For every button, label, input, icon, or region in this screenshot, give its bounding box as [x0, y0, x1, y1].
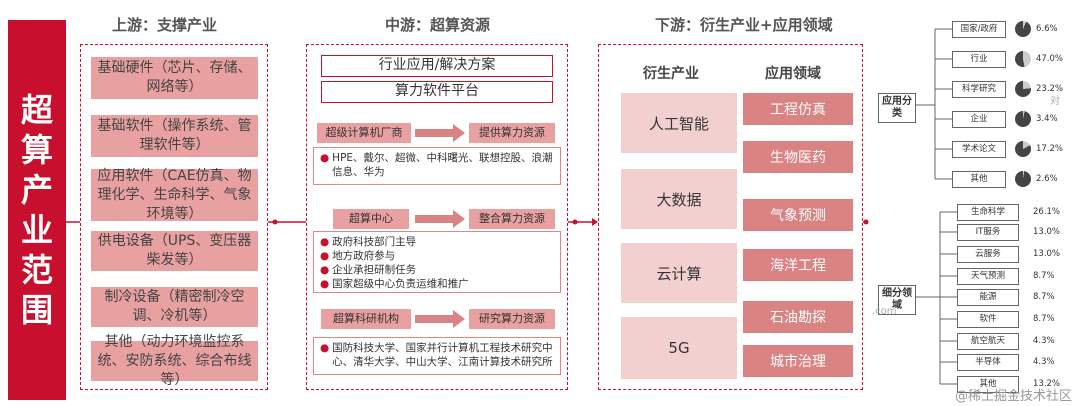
subfield-node: 生命科学	[957, 204, 1019, 221]
subfield-node: 半导体	[957, 354, 1019, 371]
upstream-item: 制冷设备（精密制冷空调、冷机等）	[91, 287, 258, 327]
arrow-icon	[415, 310, 465, 328]
subfield-value: 13.0%	[1033, 227, 1061, 237]
subfield-value: 4.3%	[1033, 357, 1055, 367]
subfield-node: 航空航天	[957, 333, 1019, 350]
category-value: 23.2%	[1036, 84, 1064, 94]
title-char: 业	[20, 211, 53, 249]
list-item: 国家超级中心负责运维和推广	[332, 278, 469, 290]
pie-icon	[1015, 141, 1031, 157]
list-item: 国防科技大学、国家并行计算机工程技术研究中心、清华大学、中山大学、江南计算技术研…	[332, 342, 553, 368]
group-list: ●政府科技部门主导 ●地方政府参与 ●企业承担研制任务 ●国家超级中心负责运维和…	[313, 231, 561, 293]
derived-heading: 衍生产业	[643, 66, 699, 82]
list-item: 政府科技部门主导	[332, 236, 417, 248]
app-item: 气象预测	[743, 199, 853, 231]
subfield-value: 13.0%	[1033, 249, 1061, 259]
subfield-node: 云服务	[957, 246, 1019, 263]
group-list: ●国防科技大学、国家并行计算机工程技术研究中心、清华大学、中山大学、江南计算技术…	[313, 337, 561, 375]
pie-icon	[1015, 21, 1031, 37]
group-from-tag: 超算中心	[333, 209, 409, 229]
scope-title: 超 算 产 业 范 围	[8, 20, 66, 400]
app-item: 生物医药	[743, 141, 853, 173]
stray-text: 对	[1050, 96, 1060, 107]
app-item: 城市治理	[743, 345, 853, 377]
upstream-item: 供电设备（UPS、变压器柴发等）	[91, 231, 258, 271]
title-char: 围	[20, 291, 53, 329]
group-to-tag: 提供算力资源	[469, 123, 555, 143]
subfield-value: 13.2%	[1033, 379, 1061, 389]
derived-item: 大数据	[621, 169, 737, 229]
upstream-item: 基础软件（操作系统、管理软件等）	[91, 115, 258, 157]
category-node: 学术论文	[952, 141, 1006, 158]
arrow-icon	[415, 210, 465, 228]
pie-icon	[1015, 51, 1031, 67]
subfield-label: 细分领域	[878, 285, 916, 315]
platform-box: 算力软件平台	[321, 81, 553, 103]
list-item: HPE、戴尔、超微、中科曙光、联想控股、浪潮信息、华为	[332, 152, 553, 178]
category-node: 科学研究	[952, 81, 1006, 98]
derived-item: 5G	[621, 317, 737, 379]
title-char: 范	[20, 251, 53, 289]
upstream-heading: 上游：支撑产业	[112, 16, 218, 34]
downstream-panel: 衍生产业 应用领域 人工智能 大数据 云计算 5G 工程仿真 生物医药 气象预测…	[598, 44, 863, 390]
app-item: 海洋工程	[743, 249, 853, 281]
title-char: 产	[20, 171, 53, 209]
title-char: 超	[20, 91, 53, 129]
category-node: 企业	[952, 111, 1006, 128]
subfield-value: 8.7%	[1033, 292, 1055, 302]
category-value: 47.0%	[1036, 54, 1064, 64]
app-heading: 应用领域	[765, 66, 821, 82]
subfield-value: 8.7%	[1033, 314, 1055, 324]
app-item: 工程仿真	[743, 93, 853, 125]
subfield-node: 其他	[957, 376, 1019, 393]
solution-box: 行业应用/解决方案	[321, 55, 553, 77]
pie-icon	[1015, 81, 1031, 97]
subfield-node: 软件	[957, 311, 1019, 328]
category-value: 6.6%	[1036, 24, 1058, 34]
subfield-node: IT服务	[957, 224, 1019, 241]
app-category-label: 应用分类	[878, 93, 916, 123]
upstream-panel: 基础硬件（芯片、存储、网络等） 基础软件（操作系统、管理软件等） 应用软件（CA…	[80, 44, 268, 390]
upstream-item: 应用软件（CAE仿真、物理化学、生命科学、气象环境等）	[91, 168, 258, 222]
app-item: 石油勘探	[743, 301, 853, 333]
category-value: 17.2%	[1036, 144, 1064, 154]
arrow-icon	[415, 124, 465, 142]
category-node: 国家/政府	[952, 21, 1006, 38]
subfield-value: 8.7%	[1033, 271, 1055, 281]
subfield-node: 能源	[957, 289, 1019, 306]
group-to-tag: 整合算力资源	[469, 209, 555, 229]
subfield-node: 天气预测	[957, 268, 1019, 285]
derived-item: 云计算	[621, 243, 737, 303]
downstream-heading: 下游：衍生产业+应用领域	[655, 16, 833, 34]
category-node: 其他	[952, 171, 1006, 188]
list-item: 地方政府参与	[332, 250, 396, 262]
stray-text: .com	[872, 306, 897, 317]
category-value: 2.6%	[1036, 174, 1058, 184]
subfield-value: 4.3%	[1033, 336, 1055, 346]
midstream-panel: 行业应用/解决方案 算力软件平台 超级计算机厂商 提供算力资源 ●HPE、戴尔、…	[306, 44, 568, 390]
derived-item: 人工智能	[621, 93, 737, 153]
subfield-value: 26.1%	[1033, 207, 1061, 217]
pie-icon	[1015, 171, 1031, 187]
group-from-tag: 超级计算机厂商	[317, 123, 411, 143]
midstream-heading: 中游：超算资源	[385, 16, 491, 34]
group-list: ●HPE、戴尔、超微、中科曙光、联想控股、浪潮信息、华为	[313, 147, 561, 185]
list-item: 企业承担研制任务	[332, 264, 417, 276]
group-from-tag: 超算科研机构	[321, 309, 411, 329]
upstream-item: 基础硬件（芯片、存储、网络等）	[91, 57, 258, 99]
title-char: 算	[20, 131, 53, 169]
watermark: @稀土掘金技术社区	[954, 389, 1072, 404]
category-node: 行业	[952, 51, 1006, 68]
pie-icon	[1015, 111, 1031, 127]
category-value: 3.4%	[1036, 114, 1058, 124]
group-to-tag: 研究算力资源	[469, 309, 555, 329]
